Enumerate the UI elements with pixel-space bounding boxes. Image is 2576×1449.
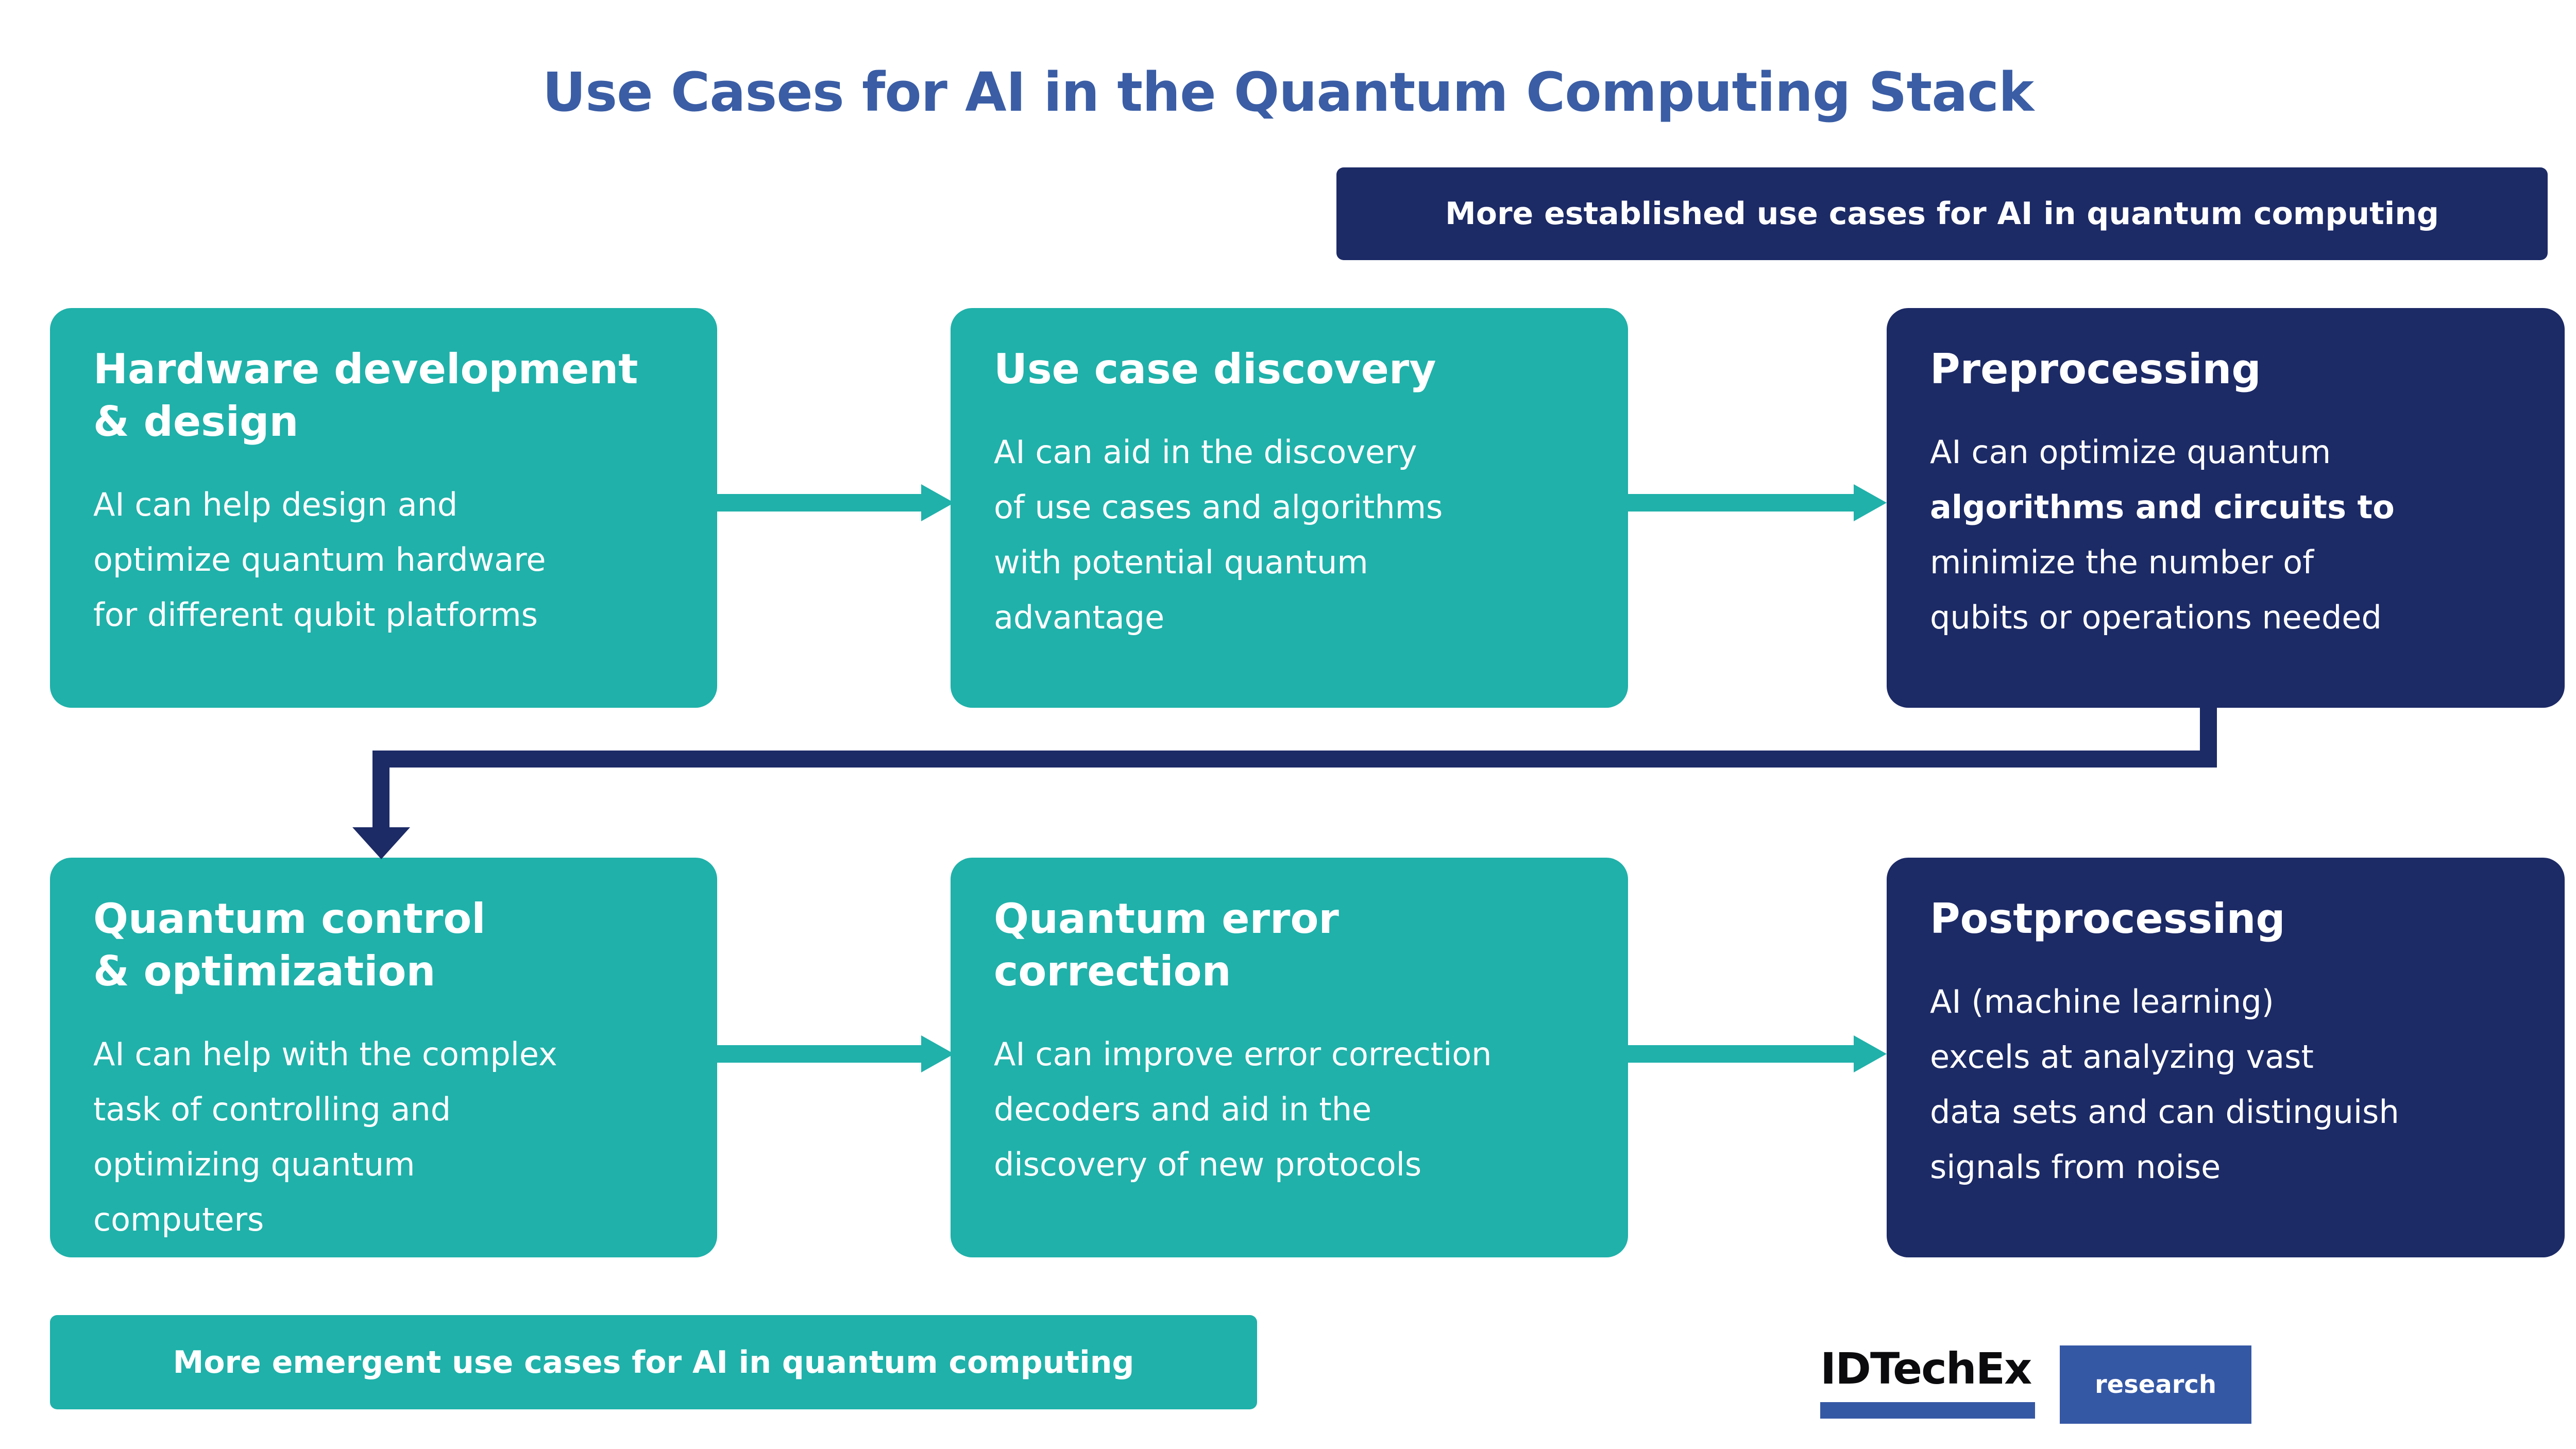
box-error-correction-body: AI can improve error correction decoders …	[994, 1027, 1587, 1192]
box-quantum-control-title: Quantum control & optimization	[93, 895, 486, 995]
box-error-correction-title: Quantum error correction	[994, 895, 1339, 995]
body-line: AI can improve error correction	[994, 1035, 1492, 1073]
body-line: AI can help design and	[93, 486, 458, 523]
arrow-control-to-errorcorrection	[717, 1045, 922, 1063]
emergent-banner-label: More emergent use cases for AI in quantu…	[173, 1344, 1134, 1380]
arrowhead-hardware-to-usecase-icon	[921, 484, 954, 521]
box-postprocessing-title: Postprocessing	[1930, 895, 2285, 943]
body-line: data sets and can distinguish	[1930, 1093, 2399, 1131]
body-line: signals from noise	[1930, 1148, 2221, 1186]
idtechex-logo: IDTechEx	[1820, 1343, 2032, 1394]
body-line: for different qubit platforms	[93, 596, 538, 634]
body-line: optimize quantum hardware	[93, 541, 546, 578]
arrow-errorcorrection-to-postprocessing	[1628, 1045, 1855, 1063]
body-line: advantage	[994, 599, 1165, 636]
box-preprocessing-body: AI can optimize quantum algorithms and ci…	[1930, 424, 2523, 645]
body-line: discovery of new protocols	[994, 1146, 1422, 1183]
emergent-banner: More emergent use cases for AI in quantu…	[50, 1315, 1257, 1409]
body-line: task of controlling and	[93, 1090, 451, 1128]
arrow-usecase-to-preprocessing	[1628, 494, 1855, 512]
page-title: Use Cases for AI in the Quantum Computin…	[542, 61, 2034, 124]
idtechex-research-badge-label: research	[2094, 1370, 2217, 1399]
body-line: optimizing quantum	[93, 1146, 415, 1183]
box-use-case-body: AI can aid in the discovery of use cases …	[994, 424, 1587, 645]
body-line: excels at analyzing vast	[1930, 1038, 2314, 1076]
box-postprocessing-body: AI (machine learning) excels at analyzing…	[1930, 974, 2523, 1195]
box-preprocessing: Preprocessing AI can optimize quantum alg…	[1887, 308, 2565, 708]
box-use-case-title: Use case discovery	[994, 345, 1436, 393]
box-quantum-control-body: AI can help with the complex task of cont…	[93, 1027, 676, 1247]
elbow-connector-horizontal	[372, 751, 2217, 768]
elbow-connector-arrowhead-icon	[352, 827, 410, 859]
box-hardware-body: AI can help design and optimize quantum h…	[93, 477, 676, 642]
box-hardware-title: Hardware development & design	[93, 345, 638, 446]
idtechex-research-badge: research	[2060, 1345, 2251, 1424]
box-preprocessing-title: Preprocessing	[1930, 345, 2261, 393]
arrowhead-control-to-errorcorrection-icon	[921, 1035, 954, 1072]
body-line: AI can optimize quantum	[1930, 433, 2331, 471]
arrowhead-errorcorrection-to-postprocessing-icon	[1854, 1035, 1887, 1072]
body-line: AI can aid in the discovery	[994, 433, 1417, 471]
body-line: decoders and aid in the	[994, 1090, 1372, 1128]
body-line: qubits or operations needed	[1930, 599, 2382, 636]
body-line: with potential quantum	[994, 543, 1368, 581]
body-line: minimize the number of	[1930, 543, 2314, 581]
body-line: of use cases and algorithms	[994, 488, 1443, 526]
elbow-connector-left-vertical	[372, 751, 389, 830]
body-line: AI (machine learning)	[1930, 983, 2274, 1020]
established-banner: More established use cases for AI in qua…	[1336, 167, 2548, 260]
body-line: computers	[93, 1201, 264, 1238]
established-banner-label: More established use cases for AI in qua…	[1445, 196, 2439, 232]
body-line: AI can help with the complex	[93, 1035, 557, 1073]
arrowhead-usecase-to-preprocessing-icon	[1854, 484, 1887, 521]
body-line: algorithms and circuits to	[1930, 488, 2395, 526]
box-error-correction: Quantum error correction AI can improve …	[951, 858, 1628, 1257]
box-hardware-development: Hardware development & design AI can hel…	[50, 308, 717, 708]
arrow-hardware-to-usecase	[717, 494, 922, 512]
box-quantum-control: Quantum control & optimization AI can he…	[50, 858, 717, 1257]
box-postprocessing: Postprocessing AI (machine learning) exce…	[1887, 858, 2565, 1257]
box-use-case-discovery: Use case discovery AI can aid in the dis…	[951, 308, 1628, 708]
idtechex-logo-underline	[1820, 1402, 2035, 1419]
